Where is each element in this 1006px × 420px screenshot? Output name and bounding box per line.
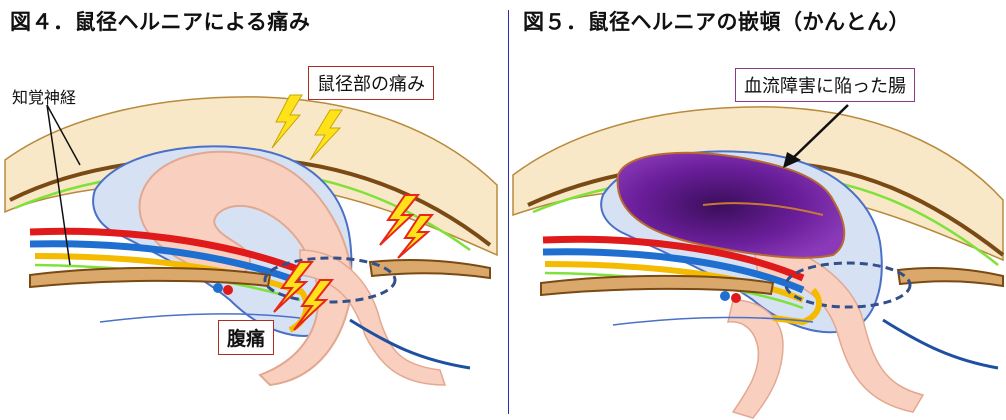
panel-divider <box>508 10 509 414</box>
nerve-pointer-2 <box>46 104 71 266</box>
nerve-pointer-1 <box>46 104 81 166</box>
muscle-band-right <box>368 259 491 280</box>
vein-dot <box>213 283 223 293</box>
figure-4-title: 図４．鼠径ヘルニアによる痛み <box>10 10 311 34</box>
sensory-nerve-label: 知覚神経 <box>12 88 77 107</box>
arrow-head-icon <box>783 152 801 168</box>
vein-dot <box>720 291 730 301</box>
peritoneum-right-line <box>349 318 471 370</box>
muscle-band-lower <box>540 274 775 297</box>
lightning-icon <box>397 214 435 259</box>
vein <box>542 248 805 294</box>
figure-4-illustration <box>4 94 498 387</box>
bowel-lower-extension <box>299 249 447 386</box>
lightning-icon <box>273 261 315 313</box>
ischemic-bowel-callout: 血流障害に陥った腸 <box>735 68 915 102</box>
vas-deferens <box>544 261 805 303</box>
strangulated-bowel <box>616 151 846 259</box>
inguinal-ring <box>263 256 397 304</box>
lightning-icon <box>271 94 303 149</box>
artery-dot <box>731 293 741 303</box>
muscle-band-right <box>896 267 1004 288</box>
vas-deferens <box>34 253 302 295</box>
bowel-fold-line <box>702 202 824 216</box>
artery <box>542 235 805 282</box>
bowel-lower <box>727 299 784 419</box>
figure-5-illustration <box>512 104 1005 419</box>
peritoneum-lower-line <box>99 313 301 323</box>
lightning-icon <box>293 279 335 331</box>
lightning-icon <box>309 109 343 161</box>
spermatic-cord <box>288 287 310 333</box>
callout-arrow <box>792 104 849 159</box>
artery-dot <box>223 285 233 295</box>
figure-5-panel: 図５．鼠径ヘルニアの嵌頓（かんとん） 血流障害に陥った腸 <box>503 0 1006 420</box>
figure-5-title: 図５．鼠径ヘルニアの嵌頓（かんとん） <box>523 10 910 34</box>
lightning-icon <box>379 194 421 246</box>
groin-pain-callout: 鼠径部の痛み <box>308 66 434 100</box>
inguinal-ring <box>784 261 912 309</box>
figure-4-panel: 図４．鼠径ヘルニアによる痛み 知覚神経 鼠径部の痛み 腹痛 <box>4 10 498 387</box>
peritoneum-right-line <box>882 318 999 370</box>
peritoneum-lower-line <box>612 316 814 326</box>
spermatic-cord <box>772 287 822 326</box>
vein <box>29 240 302 286</box>
abdominal-pain-callout: 腹痛 <box>218 320 275 355</box>
